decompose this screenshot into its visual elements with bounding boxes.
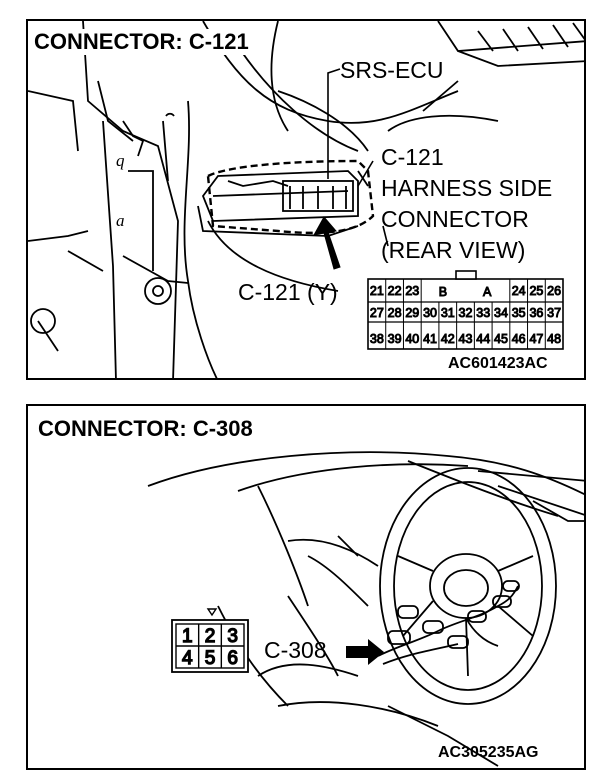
harness-side-label: HARNESS SIDE (381, 175, 553, 201)
pin-label: 30 (423, 306, 437, 320)
pin-label: 42 (441, 332, 455, 346)
pin-label: 6 (227, 648, 238, 669)
pin-label: 29 (405, 306, 419, 320)
pin-label: 21 (370, 284, 384, 298)
pin-label: 27 (370, 306, 384, 320)
pin-label: 2 (205, 626, 216, 647)
pin-label: 24 (512, 284, 526, 298)
pin-label: 34 (494, 306, 508, 320)
pin-label: 4 (182, 648, 193, 669)
pin-label: 37 (547, 306, 561, 320)
pin-label: 47 (529, 332, 543, 346)
srs-ecu-label: SRS-ECU (340, 57, 444, 83)
connector-c308-title: CONNECTOR: C-308 (38, 416, 253, 442)
pin-label: 39 (388, 332, 402, 346)
pin-label: 1 (182, 626, 193, 647)
connector-c121-title: CONNECTOR: C-121 (34, 29, 249, 55)
pin-label: 23 (405, 284, 419, 298)
svg-text:a: a (116, 211, 125, 230)
pin-label: 35 (512, 306, 526, 320)
pin-label: 43 (459, 332, 473, 346)
figure-code-c121: AC601423AC (448, 355, 548, 372)
pin-label: 48 (547, 332, 561, 346)
c121-y-label: C-121 (Y) (238, 279, 338, 305)
pin-label: 44 (476, 332, 490, 346)
pin-label: 41 (423, 332, 437, 346)
pin-label: 28 (388, 306, 402, 320)
connector-label: CONNECTOR (381, 206, 529, 232)
pin-label: 25 (529, 284, 543, 298)
connector-c121-panel: q a (26, 19, 586, 380)
pin-label: 31 (441, 306, 455, 320)
c121-label: C-121 (381, 144, 444, 170)
c308-label: C-308 (264, 637, 327, 663)
pin-label: 46 (512, 332, 526, 346)
pin-label: 33 (476, 306, 490, 320)
pin-label: 36 (529, 306, 543, 320)
svg-text:q: q (116, 151, 125, 170)
pin-label: 26 (547, 284, 561, 298)
key-label: B (439, 285, 447, 299)
rear-view-label: (REAR VIEW) (381, 237, 526, 263)
pin-label: 22 (388, 284, 402, 298)
pin-label: 45 (494, 332, 508, 346)
key-label: A (483, 285, 492, 299)
figure-code-c308: AC305235AG (438, 744, 539, 761)
pin-label: 38 (370, 332, 384, 346)
pin-label: 32 (459, 306, 473, 320)
pin-label: 5 (205, 648, 216, 669)
srs-ecu-location-illustration: q a (28, 21, 584, 378)
pin-label: 40 (405, 332, 419, 346)
pin-label: 3 (227, 626, 238, 647)
